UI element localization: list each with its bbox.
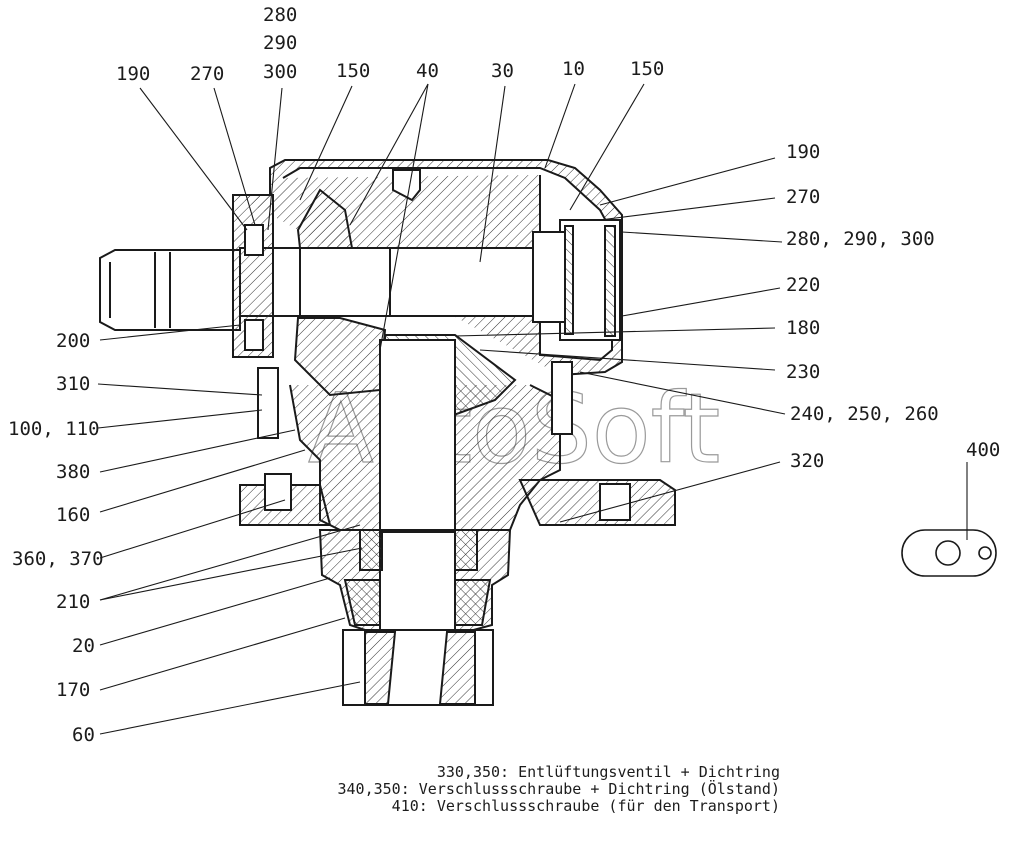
callout-220: 220 [786, 274, 820, 296]
leader-lines [97, 83, 968, 735]
callout-270-right: 270 [786, 186, 820, 208]
legend-line: 330,350: Entlüftungsventil + Dichtring [436, 763, 780, 781]
callout-280: 280 [263, 4, 297, 26]
callout-190-top: 190 [116, 63, 150, 85]
callout-380: 380 [56, 461, 90, 483]
callout-160: 160 [56, 504, 90, 526]
callout-300: 300 [263, 61, 297, 83]
callout-40: 40 [416, 60, 439, 82]
callout-170: 170 [56, 679, 90, 701]
callout-230: 230 [786, 361, 820, 383]
callout-360-370: 360, 370 [12, 548, 104, 570]
callout-400: 400 [966, 439, 1000, 461]
callout-180: 180 [786, 317, 820, 339]
callout-60: 60 [72, 724, 95, 746]
gearbox-housing [99, 159, 676, 706]
callout-150-right: 150 [630, 58, 664, 80]
callout-150-top: 150 [336, 60, 370, 82]
callout-10: 10 [562, 58, 585, 80]
callout-310: 310 [56, 373, 90, 395]
callout-320: 320 [790, 450, 824, 472]
callout-100-110: 100, 110 [8, 418, 100, 440]
callout-290: 290 [263, 32, 297, 54]
callout-270-top: 270 [190, 63, 224, 85]
callout-labels: 280 290 300 190 270 150 40 30 10 150 190… [8, 4, 1000, 746]
callout-210: 210 [56, 591, 90, 613]
callout-200: 200 [56, 330, 90, 352]
callout-190-right: 190 [786, 141, 820, 163]
callout-240-250-260: 240, 250, 260 [790, 403, 939, 425]
legend-line: 410: Verschlussschraube (für den Transpo… [391, 797, 780, 815]
parts-legend: 330,350: Entlüftungsventil + Dichtring 3… [300, 764, 780, 815]
callout-30: 30 [491, 60, 514, 82]
callout-20: 20 [72, 635, 95, 657]
legend-line: 340,350: Verschlussschraube + Dichtring … [337, 780, 780, 798]
callout-280-290-300: 280, 290, 300 [786, 228, 935, 250]
part-400 [901, 529, 997, 577]
